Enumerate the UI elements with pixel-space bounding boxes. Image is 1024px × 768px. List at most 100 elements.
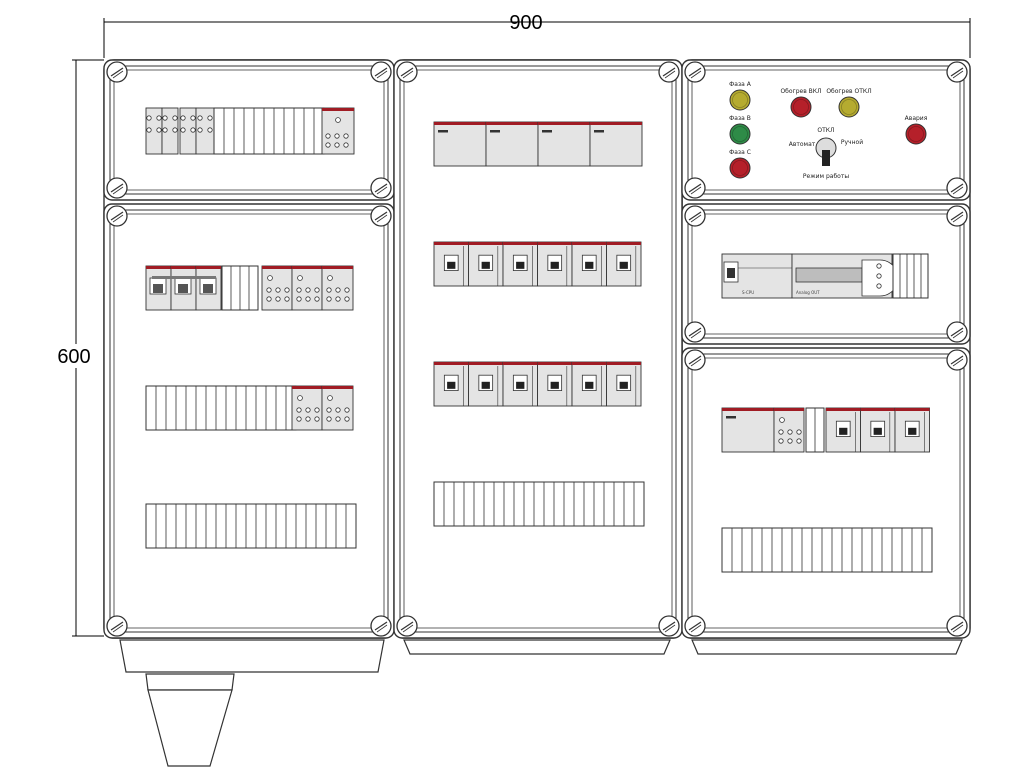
screw-icon bbox=[396, 615, 418, 637]
screw-terminal-icon bbox=[787, 429, 793, 435]
device-top-strip bbox=[537, 242, 572, 245]
screw-terminal-icon bbox=[344, 416, 350, 422]
device-top-strip bbox=[292, 266, 322, 269]
indicator-icon bbox=[297, 395, 303, 401]
screw-terminal-icon bbox=[146, 115, 152, 121]
screw-terminal-icon bbox=[314, 287, 320, 293]
screw-icon bbox=[946, 177, 968, 199]
circuit-breaker bbox=[571, 241, 607, 287]
screw-terminal-icon bbox=[296, 416, 302, 422]
io-module bbox=[291, 265, 323, 311]
screw-terminal-icon bbox=[876, 273, 882, 279]
lamp-heat-off-icon: Обогрев ОТКЛ bbox=[826, 88, 872, 118]
screw-icon bbox=[106, 205, 128, 227]
device-top-strip bbox=[538, 122, 590, 125]
device-top-strip bbox=[722, 408, 774, 411]
plc-controller: S-CPU bbox=[721, 253, 793, 299]
screw-icon bbox=[370, 61, 392, 83]
display-icon bbox=[795, 267, 863, 283]
device-top-strip bbox=[895, 408, 930, 411]
height-label: 600 bbox=[57, 346, 90, 368]
circuit-breaker bbox=[502, 241, 538, 287]
device-top-strip bbox=[606, 242, 641, 245]
device-top-strip bbox=[434, 122, 486, 125]
screw-terminal-icon bbox=[325, 142, 331, 148]
screw-terminal-icon bbox=[314, 416, 320, 422]
power-supply bbox=[589, 121, 643, 167]
device-top-strip bbox=[590, 122, 642, 125]
screw-terminal-icon bbox=[266, 287, 272, 293]
screw-terminal-icon bbox=[343, 142, 349, 148]
right-plinth bbox=[691, 639, 963, 655]
screw-terminal-icon bbox=[284, 287, 290, 293]
screw-terminal-icon bbox=[275, 287, 281, 293]
screw-icon bbox=[684, 349, 706, 371]
screw-icon bbox=[684, 61, 706, 83]
indicator-icon bbox=[267, 275, 273, 281]
screw-terminal-icon bbox=[266, 296, 272, 302]
selector-right-label: Ручной bbox=[841, 139, 863, 146]
circuit-breaker bbox=[894, 407, 930, 453]
screw-terminal-icon bbox=[344, 287, 350, 293]
screw-terminal-icon bbox=[296, 407, 302, 413]
screw-terminal-icon bbox=[326, 287, 332, 293]
screw-terminal-icon bbox=[326, 407, 332, 413]
circuit-breaker bbox=[468, 361, 504, 407]
screw-terminal-icon bbox=[172, 115, 178, 121]
circuit-breaker bbox=[606, 241, 642, 287]
screw-terminal-icon bbox=[325, 133, 331, 139]
indicator-icon bbox=[327, 395, 333, 401]
selector-bottom-label: Режим работы bbox=[803, 173, 849, 180]
screw-icon bbox=[396, 61, 418, 83]
screw-icon bbox=[946, 615, 968, 637]
terminal-block bbox=[145, 503, 357, 549]
screw-terminal-icon bbox=[305, 416, 311, 422]
screw-terminal-icon bbox=[172, 127, 178, 133]
circuit-breaker bbox=[433, 241, 469, 287]
screw-icon bbox=[658, 615, 680, 637]
right-top-module bbox=[681, 59, 971, 201]
contactor bbox=[195, 265, 222, 311]
terminal-block bbox=[213, 107, 325, 155]
screw-terminal-icon bbox=[275, 296, 281, 302]
device-top-strip bbox=[486, 122, 538, 125]
screw-icon bbox=[684, 177, 706, 199]
device-top-strip bbox=[572, 242, 607, 245]
device-top-strip bbox=[572, 362, 607, 365]
screw-icon bbox=[106, 177, 128, 199]
lamp-label: Обогрев ВКЛ bbox=[780, 88, 821, 95]
device-top-strip bbox=[196, 266, 221, 269]
relay-block bbox=[195, 107, 215, 155]
device-top-strip bbox=[606, 362, 641, 365]
selector-top-label: ОТКЛ bbox=[817, 127, 834, 134]
circuit-breaker bbox=[571, 361, 607, 407]
device-top-strip bbox=[292, 386, 322, 389]
indicator-icon bbox=[297, 275, 303, 281]
device-top-strip bbox=[468, 242, 503, 245]
selector-left-label: Автомат bbox=[789, 141, 816, 148]
screw-terminal-icon bbox=[162, 115, 168, 121]
circuit-breaker bbox=[468, 241, 504, 287]
lamp-label: Обогрев ОТКЛ bbox=[826, 88, 871, 95]
circuit-breaker bbox=[537, 361, 573, 407]
terminal-block bbox=[805, 407, 825, 453]
relay-block bbox=[145, 107, 163, 155]
power-supply bbox=[485, 121, 539, 167]
screw-terminal-icon bbox=[335, 296, 341, 302]
lamp-label: Фаза С bbox=[729, 149, 751, 156]
lamp-heat-on-icon: Обогрев ВКЛ bbox=[780, 88, 822, 118]
screw-icon bbox=[946, 321, 968, 343]
screw-terminal-icon bbox=[334, 142, 340, 148]
terminal-block bbox=[221, 265, 259, 311]
screw-terminal-icon bbox=[207, 115, 213, 121]
screw-terminal-icon bbox=[876, 283, 882, 289]
indicator-icon bbox=[327, 275, 333, 281]
controller-left-label: S-CPU bbox=[742, 290, 754, 295]
screw-terminal-icon bbox=[796, 438, 802, 444]
screw-terminal-icon bbox=[876, 263, 882, 269]
terminal-block bbox=[721, 527, 933, 573]
middle-plinth bbox=[403, 639, 671, 655]
device-top-strip bbox=[146, 266, 171, 269]
